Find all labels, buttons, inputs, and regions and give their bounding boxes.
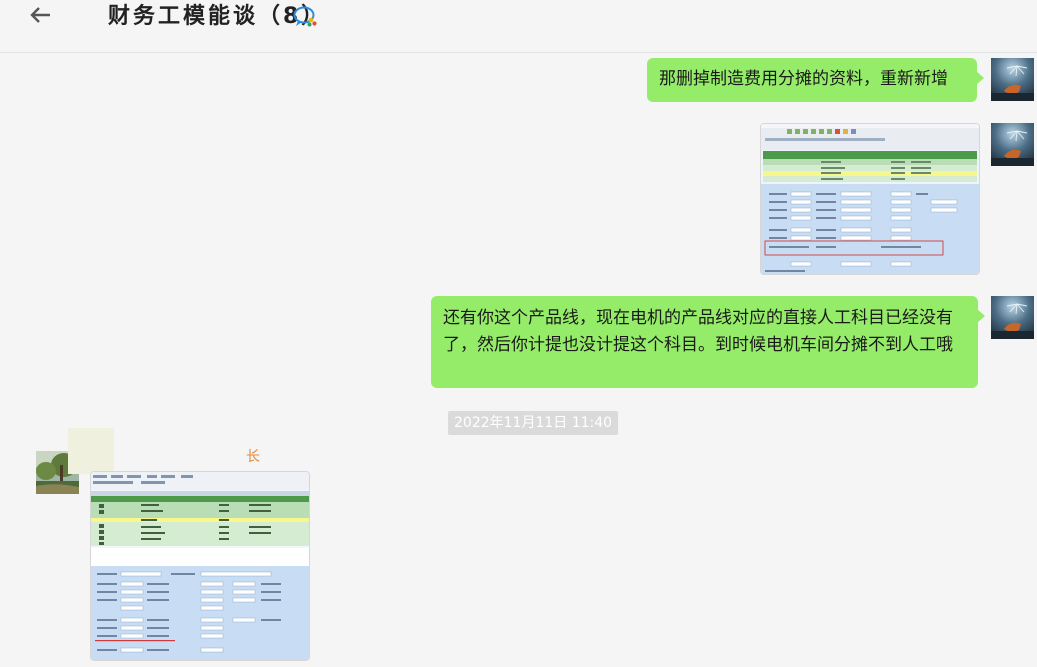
avatar[interactable] bbox=[991, 296, 1034, 339]
erp-screenshot-image bbox=[761, 124, 979, 274]
message-image[interactable] bbox=[760, 123, 980, 275]
message-timestamp: 2022年11月11日 11:40 bbox=[448, 411, 619, 435]
sender-mark: 长 bbox=[246, 449, 260, 465]
back-arrow-icon[interactable] bbox=[30, 6, 52, 24]
message-bubble[interactable]: 那删掉制造费用分摊的资料，重新新增 bbox=[647, 58, 984, 102]
wecom-chat-icon[interactable] bbox=[292, 4, 318, 28]
message-text: 那删掉制造费用分摊的资料，重新新增 bbox=[659, 69, 948, 89]
erp-screenshot-image bbox=[91, 472, 309, 660]
message-bubble[interactable]: 还有你这个产品线，现在电机的产品线对应的直接人工科目已经没有了，然后你计提也没计… bbox=[431, 296, 985, 388]
avatar[interactable] bbox=[991, 123, 1034, 166]
chat-title: 财务工模能谈（8） bbox=[108, 4, 327, 29]
message-image[interactable] bbox=[90, 471, 310, 661]
avatar[interactable] bbox=[991, 58, 1034, 101]
sender-name-redacted bbox=[68, 428, 114, 474]
chat-header: 财务工模能谈（8） bbox=[0, 0, 1037, 53]
message-text: 还有你这个产品线，现在电机的产品线对应的直接人工科目已经没有了，然后你计提也没计… bbox=[443, 308, 953, 355]
